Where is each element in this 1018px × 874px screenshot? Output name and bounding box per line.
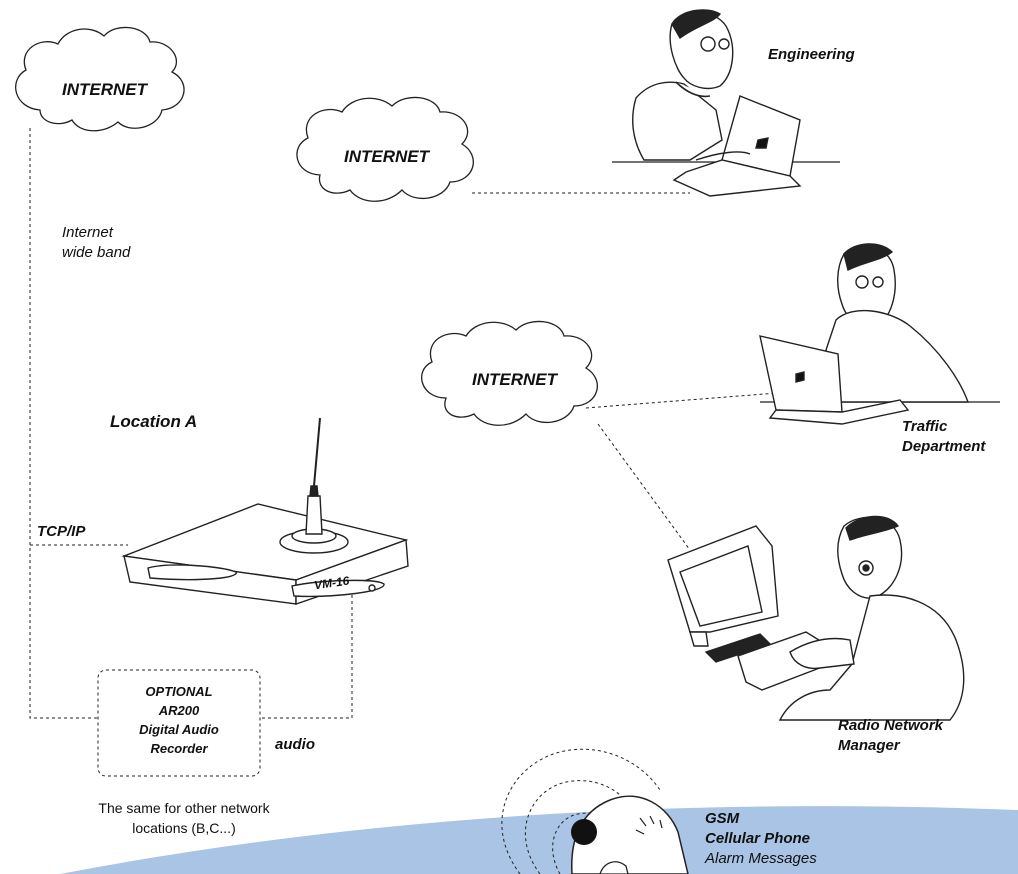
- link-cloud3-radio: [597, 423, 691, 551]
- gsm-label-1: GSM: [705, 810, 740, 827]
- radio-manager-label-2: Manager: [838, 737, 900, 754]
- cloud-3-label: INTERNET: [472, 370, 557, 389]
- radio-manager-label-1: Radio Network: [838, 717, 944, 734]
- antenna: [279, 417, 349, 554]
- cloud-2: [296, 96, 474, 202]
- cloud-1: [15, 26, 185, 132]
- internet-wide-band-label-1: Internet: [62, 224, 113, 241]
- vm16-device: [121, 503, 409, 605]
- cloud-3: [421, 320, 598, 426]
- recorder-box-text: OPTIONAL AR200 Digital Audio Recorder: [98, 682, 260, 758]
- cloud-2-label: INTERNET: [344, 147, 429, 166]
- link-cloud1-down: [29, 128, 100, 719]
- other-locations-line-2: locations (B,C...): [132, 820, 236, 836]
- gsm-label-2: Cellular Phone: [705, 830, 811, 847]
- tcpip-label: TCP/IP: [37, 523, 86, 540]
- recorder-line-2: AR200: [158, 703, 200, 718]
- location-a-label: Location A: [110, 412, 198, 431]
- ground-band: [60, 806, 1018, 874]
- other-locations-label: The same for other network locations (B,…: [54, 798, 314, 838]
- engineering-label: Engineering: [768, 46, 855, 63]
- gsm-phone: [501, 748, 689, 874]
- radio-manager-person: [667, 515, 965, 721]
- traffic-person: [759, 243, 1000, 425]
- internet-wide-band-label-2: wide band: [62, 244, 131, 261]
- recorder-box: [97, 669, 261, 777]
- traffic-label-1: Traffic: [902, 418, 948, 435]
- gsm-label-3: Alarm Messages: [705, 850, 817, 867]
- network-links: [29, 128, 791, 719]
- traffic-label-2: Department: [902, 438, 986, 455]
- link-cloud3-traffic: [585, 391, 791, 409]
- cloud-1-label: INTERNET: [62, 80, 147, 99]
- link-recorder-audio: [262, 592, 353, 719]
- recorder-line-3: Digital Audio: [139, 722, 219, 737]
- audio-label: audio: [275, 736, 315, 753]
- other-locations-line-1: The same for other network: [98, 800, 270, 816]
- recorder-line-4: Recorder: [150, 741, 208, 756]
- engineering-person: [612, 9, 840, 197]
- recorder-line-1: OPTIONAL: [145, 684, 213, 699]
